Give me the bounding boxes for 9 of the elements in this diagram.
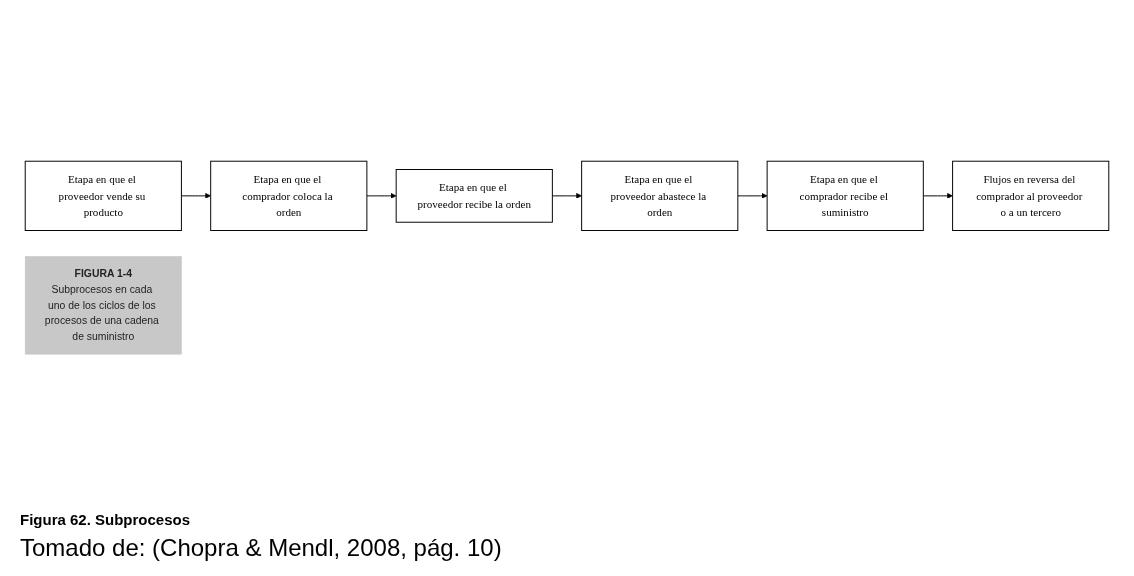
node-box: Etapa en que el comprador recibe el suministro xyxy=(766,160,924,231)
node-box: Etapa en que el proveedor abastece la orden xyxy=(581,160,739,231)
source-note: Tomado de: (Chopra & Mendl, 2008, pág. 10) xyxy=(20,534,503,562)
node-box: Etapa en que el proveedor recibe la orden xyxy=(395,168,553,223)
node-box: FIGURA 1-4 Subprocesos en cada uno de los ciclos de los procesos de una cadena de suministro xyxy=(24,256,182,355)
figure-caption: Figura 62. Subprocesos xyxy=(20,511,192,528)
node-box: Etapa en que el comprador coloca la orden xyxy=(210,160,368,231)
node-box: Etapa en que el proveedor vende su producto xyxy=(24,160,182,231)
node-box: Flujos en reversa del comprador al proveedor o a un tercero xyxy=(952,160,1110,231)
